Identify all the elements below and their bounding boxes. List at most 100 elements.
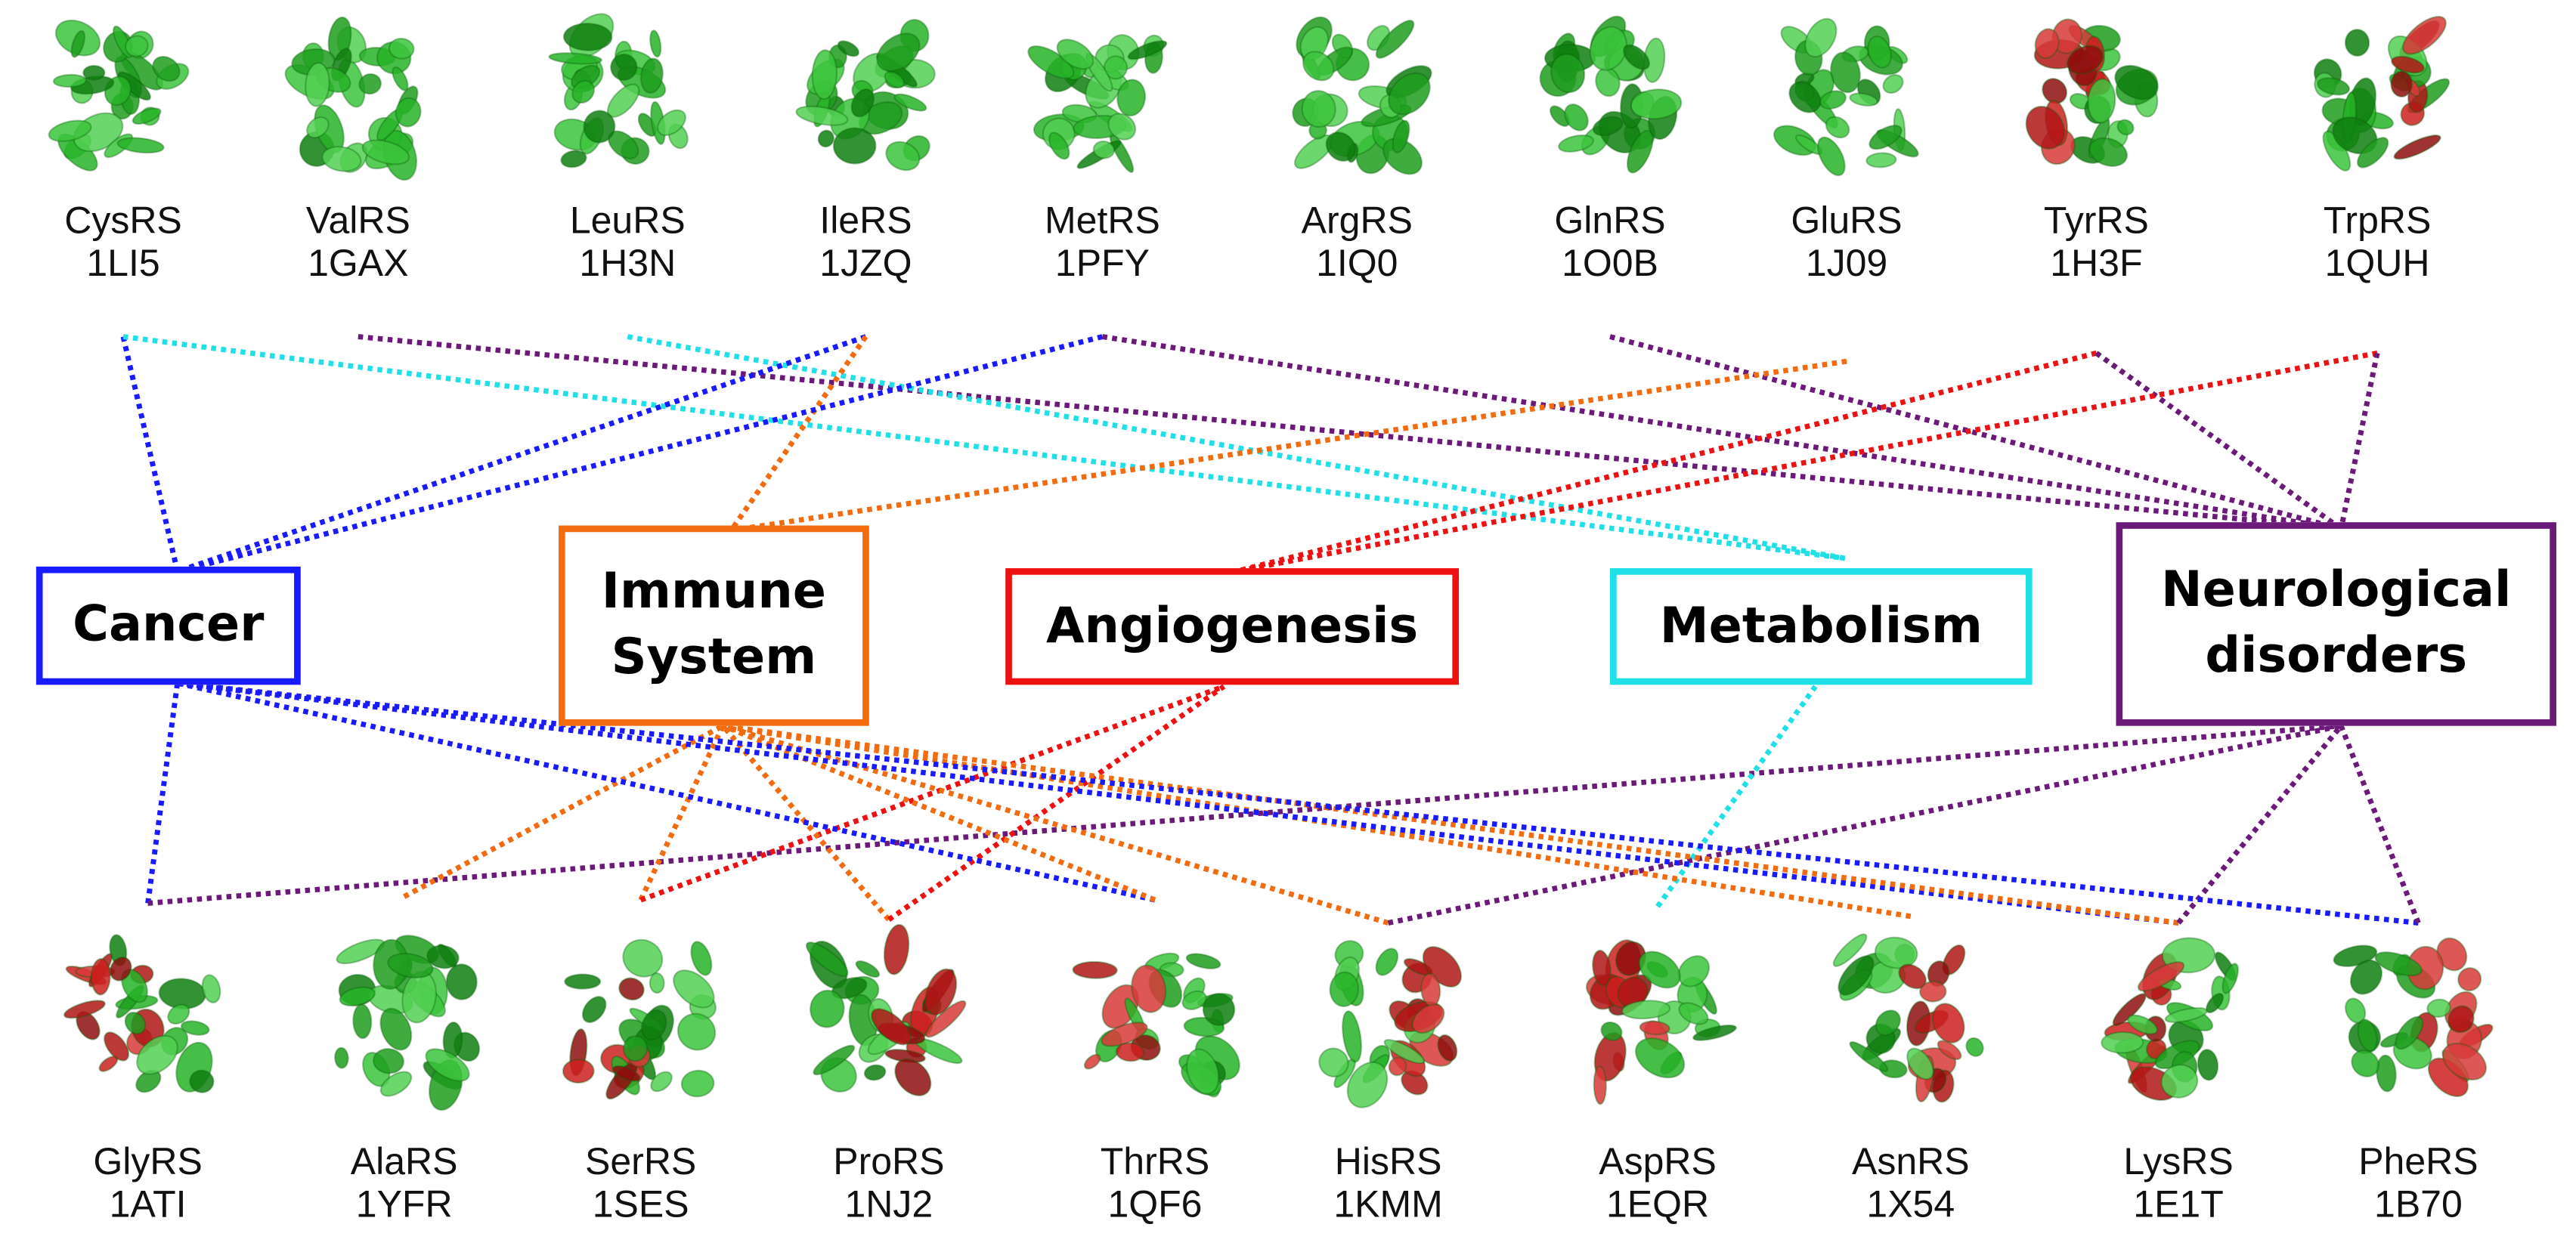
enzyme-name: GlnRS <box>1554 198 1666 242</box>
pdb-id: 1B70 <box>2374 1182 2463 1226</box>
enzyme-name: LysRS <box>2123 1139 2234 1182</box>
enzyme-name: AlaRS <box>350 1139 458 1182</box>
category-cancer: Cancer <box>36 566 301 685</box>
link-thrrs-immune <box>722 723 1156 903</box>
link-trprs-neuro <box>2338 352 2380 530</box>
link-phers-cancer <box>177 680 2419 926</box>
protein-structure-image <box>284 16 422 181</box>
link-glyrs-cancer <box>145 682 181 904</box>
enzyme-name: ProRS <box>833 1139 945 1182</box>
link-lysrs-neuro <box>2176 724 2343 925</box>
pdb-id: 1SES <box>592 1182 689 1226</box>
link-prors-immune <box>720 724 891 922</box>
enzyme-name: ArgRS <box>1301 198 1413 242</box>
protein-structure-image <box>1832 933 1984 1103</box>
pdb-id: 1JZQ <box>819 241 912 285</box>
link-prors-angiogenesis <box>887 684 1226 923</box>
link-metrs-neuro <box>1101 334 2342 532</box>
link-phers-neuro <box>2338 725 2421 924</box>
enzyme-name: AspRS <box>1599 1139 1717 1182</box>
link-lysrs-immune <box>722 723 2179 926</box>
pdb-id: 1IQ0 <box>1316 241 1398 285</box>
link-glyrs-neuro <box>147 723 2342 906</box>
category-neurological-disorders: Neurological disorders <box>2116 522 2556 726</box>
protein-structure-image <box>805 923 967 1097</box>
protein-structure-image <box>2025 18 2159 167</box>
link-asprs-metabolism <box>1655 685 1818 908</box>
link-trprs-angiogenesis <box>1234 350 2378 574</box>
protein-structure-image <box>1292 16 1432 175</box>
category-angiogenesis: Angiogenesis <box>1005 568 1460 685</box>
pdb-id: 1NJ2 <box>844 1182 933 1226</box>
link-glnrs-neuro <box>1609 334 2342 532</box>
protein-structure-image <box>48 19 190 172</box>
enzyme-name: SerRS <box>585 1139 697 1182</box>
pdb-id: 1YFR <box>355 1182 453 1226</box>
pdb-id: 1QUH <box>2324 241 2430 285</box>
link-valrs-neuro <box>358 334 2342 532</box>
protein-structure-image <box>1585 939 1737 1105</box>
enzyme-name: TyrRS <box>2043 198 2149 242</box>
protein-structure-image <box>334 935 481 1111</box>
protein-structure-image <box>2333 937 2494 1098</box>
protein-structure-image <box>548 13 689 168</box>
pdb-id: 1ATI <box>109 1182 187 1226</box>
link-ilers-cancer <box>176 334 867 574</box>
protein-structure-image <box>63 934 221 1093</box>
pdb-id: 1H3F <box>2050 241 2143 285</box>
enzyme-name: AsnRS <box>1851 1139 1970 1182</box>
pdb-id: 1GAX <box>308 241 409 285</box>
protein-structure-image <box>1318 940 1463 1108</box>
link-cysrs-metabolism <box>122 334 1846 561</box>
link-serrs-immune <box>638 725 726 901</box>
protein-structure-image <box>1027 34 1168 173</box>
protein-structure-image <box>562 938 717 1100</box>
pdb-id: 1KMM <box>1333 1182 1443 1226</box>
protein-structure-image <box>1773 17 1919 177</box>
link-cysrs-cancer <box>120 335 181 573</box>
pdb-id: 1E1T <box>2133 1182 2224 1226</box>
enzyme-name: IleRS <box>819 198 912 242</box>
pdb-id: 1J09 <box>1805 241 1888 285</box>
pdb-id: 1O0B <box>1562 241 1658 285</box>
link-metrs-cancer <box>176 334 1104 574</box>
category-immune-system: Immune System <box>558 525 869 726</box>
enzyme-name: MetRS <box>1045 198 1160 242</box>
protein-structure-image <box>2313 15 2451 172</box>
link-glurs-immune <box>730 358 1847 533</box>
protein-structure-image <box>795 19 936 172</box>
link-hisrs-immune <box>722 723 1389 926</box>
pdb-id: 1X54 <box>1866 1182 1955 1226</box>
pdb-id: 1H3N <box>579 241 677 285</box>
link-tyrrs-neuro <box>2095 351 2343 531</box>
category-metabolism: Metabolism <box>1610 568 2033 685</box>
link-hisrs-neuro <box>1387 723 2342 926</box>
protein-structure-image <box>1072 952 1240 1098</box>
enzyme-name: PheRS <box>2358 1139 2478 1182</box>
pdb-id: 1PFY <box>1054 241 1150 285</box>
link-lysrs-cancer <box>177 680 2179 926</box>
enzyme-name: ValRS <box>305 198 410 242</box>
enzyme-name: GluRS <box>1791 198 1903 242</box>
pdb-id: 1EQR <box>1605 1182 1710 1226</box>
